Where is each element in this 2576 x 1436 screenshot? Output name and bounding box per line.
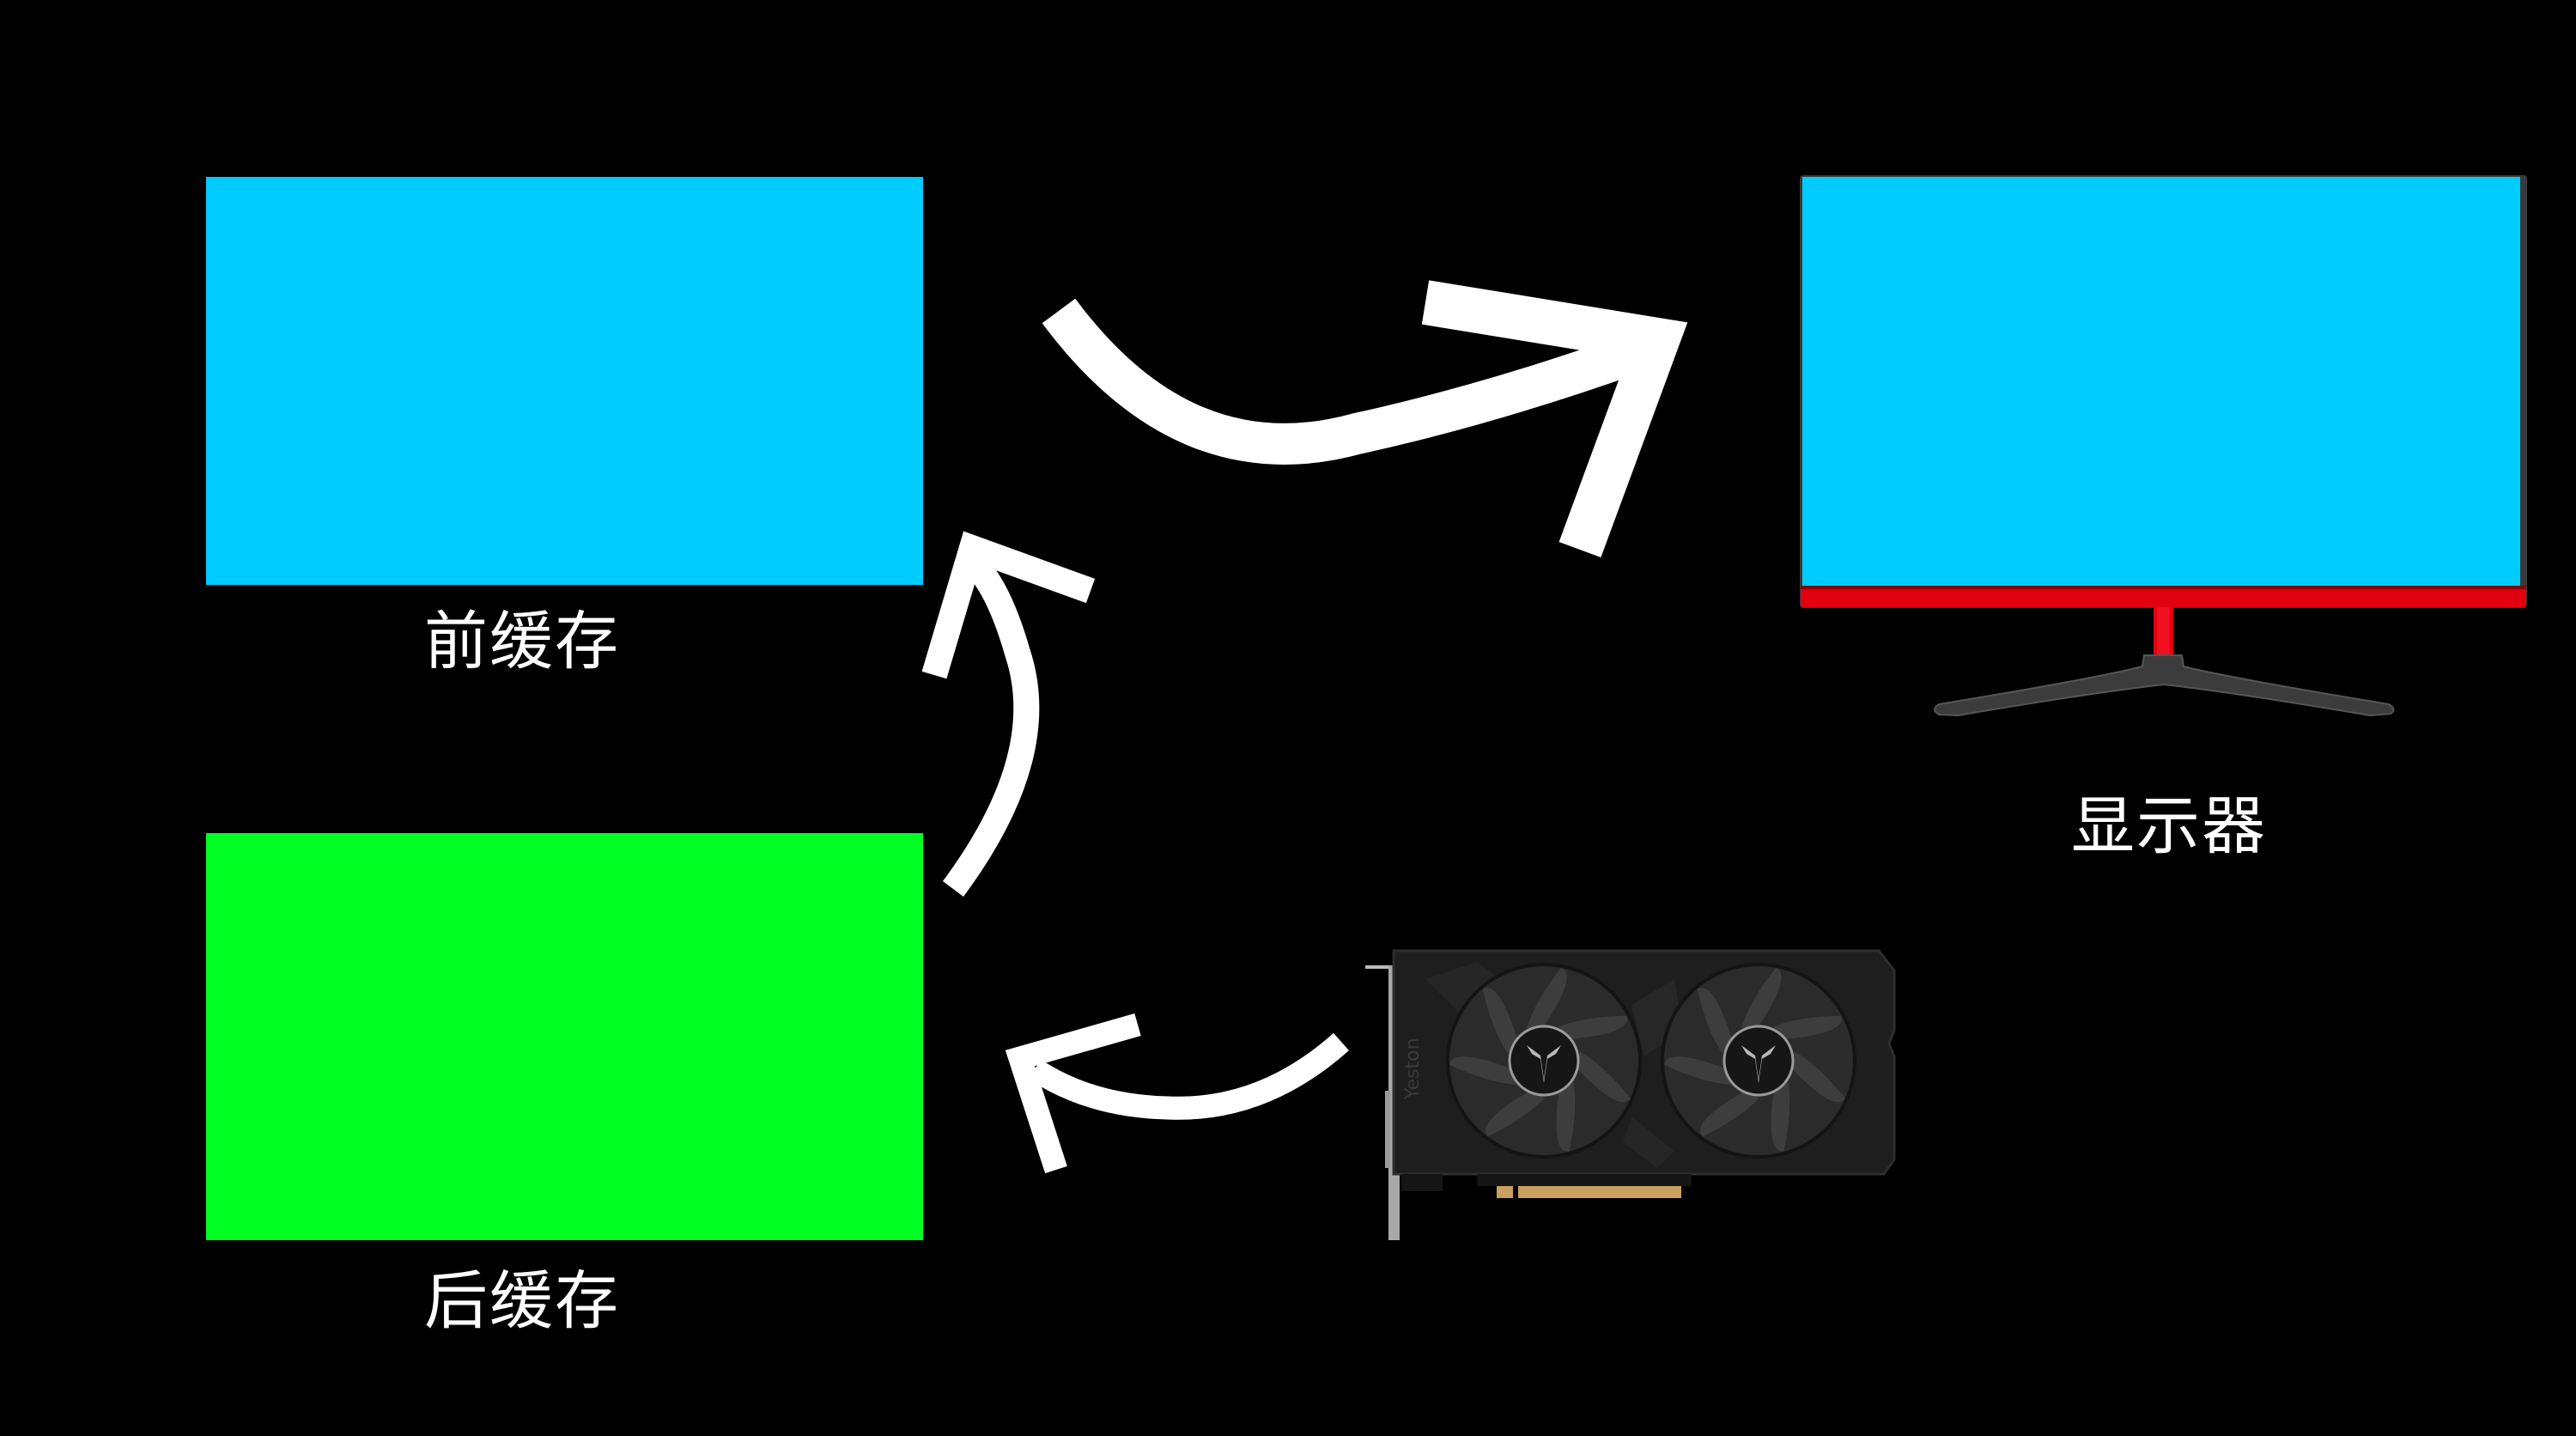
arrow-gpu-to-back-icon — [1005, 1013, 1349, 1174]
pcie-connector — [1497, 1186, 1513, 1198]
gpu-brand-text: Yeston — [1402, 1037, 1424, 1100]
gpu-fan-left — [1446, 963, 1642, 1159]
back-buffer-rect — [206, 833, 923, 1240]
monitor-red-bezel — [1801, 586, 2526, 607]
front-buffer-label: 前缓存 — [424, 605, 620, 678]
monitor-icon — [1800, 175, 2527, 717]
monitor-label: 显示器 — [2071, 789, 2267, 863]
gpu-icon: Yeston — [1365, 949, 1896, 1240]
monitor-base — [1934, 654, 2395, 717]
back-buffer-label: 后缓存 — [424, 1264, 620, 1338]
arrow-front-to-monitor-icon — [1042, 280, 1688, 557]
front-buffer-rect — [206, 177, 923, 585]
arrow-back-to-front-icon — [921, 531, 1096, 897]
gpu-fan-right — [1661, 963, 1856, 1159]
monitor-screen — [1802, 177, 2520, 586]
